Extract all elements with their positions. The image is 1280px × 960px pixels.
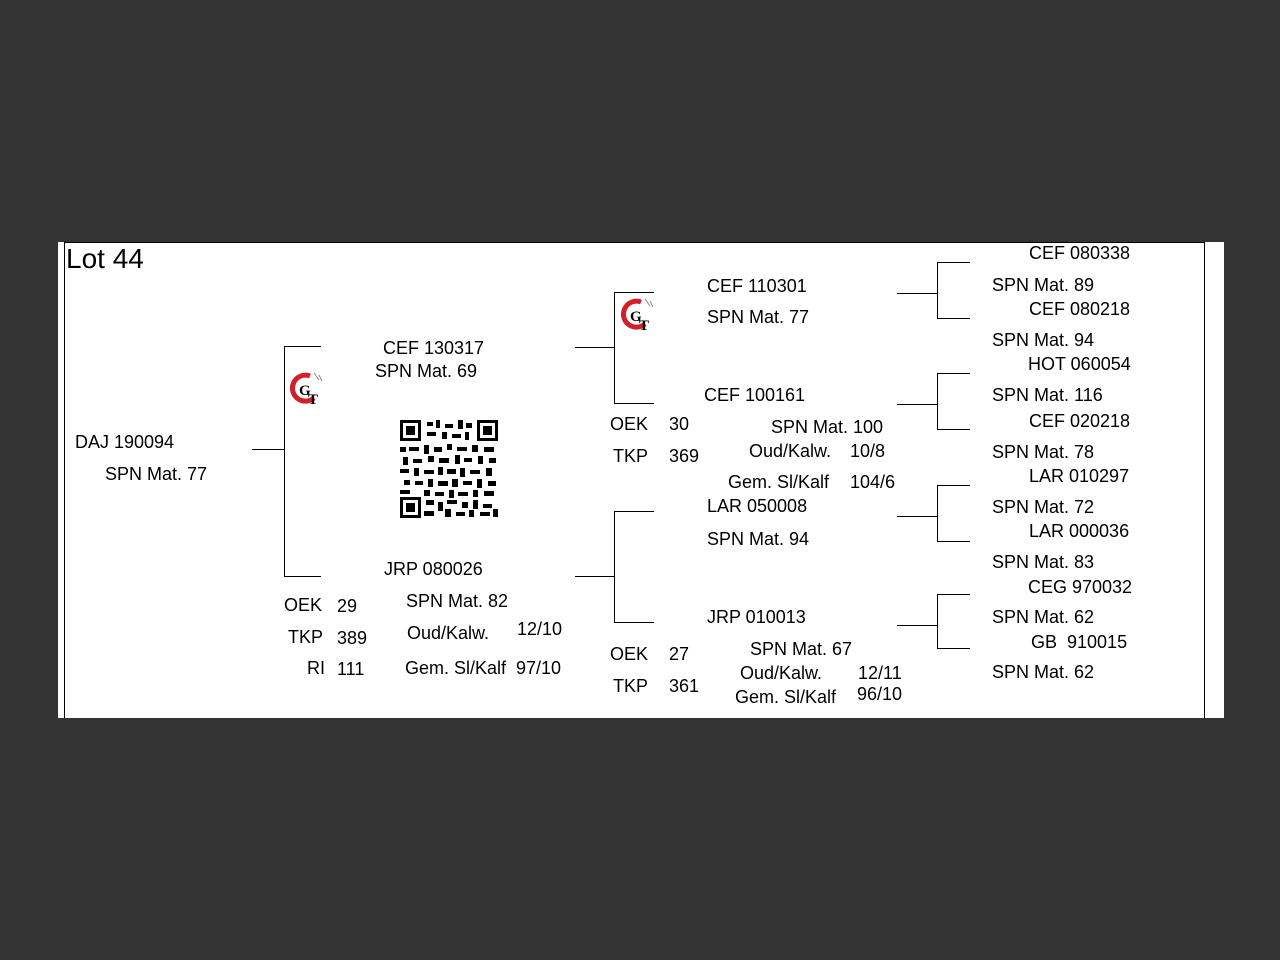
connector (937, 594, 938, 648)
dam-oud-label: Oud/Kalw. (407, 623, 490, 643)
svg-text:G: G (299, 383, 311, 399)
sire-dam-gem-value: 104/6 (850, 472, 896, 492)
right-border (1204, 242, 1205, 718)
sire-mat: SPN Mat. 69 (375, 361, 478, 381)
connector (614, 622, 654, 623)
gen3-mat: SPN Mat. 62 (992, 607, 1095, 627)
dam-tkp-value: 389 (337, 628, 368, 648)
sire-dam-mat: SPN Mat. 100 (771, 417, 884, 437)
dam-dam-gem-label: Gem. Sl/Kalf (735, 687, 837, 707)
dam-dam-oud-value: 12/11 (858, 663, 902, 683)
connector (937, 373, 938, 429)
dam-dam-tkp-value: 361 (669, 676, 700, 696)
connector (937, 485, 938, 541)
dam-ri-label: RI (307, 658, 325, 678)
gen3-id: CEF 020218 (1029, 411, 1131, 431)
dam-dam-oud-label: Oud/Kalw. (740, 663, 823, 683)
gt-logo-icon: G T (290, 372, 323, 408)
lot-title: Lot 44 (66, 243, 144, 274)
connector (284, 576, 321, 577)
sire-dam-id: CEF 100161 (704, 385, 806, 405)
dam-dam-oek-value: 27 (669, 644, 690, 664)
connector (897, 404, 937, 405)
dam-gem-value: 97/10 (516, 658, 562, 678)
dam-oek-value: 29 (337, 596, 358, 616)
dam-sire-id: LAR 050008 (707, 496, 808, 516)
sire-dam-tkp-label: TKP (613, 446, 649, 466)
connector (897, 293, 937, 294)
dam-id: JRP 080026 (384, 559, 483, 579)
gen3-id: LAR 000036 (1029, 521, 1130, 541)
gen3-id: LAR 010297 (1029, 466, 1130, 486)
qr-code-icon (400, 420, 498, 518)
gt-logo-icon: G T (621, 298, 654, 334)
connector (937, 262, 938, 318)
connector (614, 511, 654, 512)
dam-dam-gem-value: 96/10 (857, 684, 903, 704)
gen3-mat: SPN Mat. 72 (992, 497, 1095, 517)
connector (614, 292, 615, 403)
dam-gem-label: Gem. Sl/Kalf (405, 658, 507, 678)
connector (614, 403, 654, 404)
dam-tkp-label: TKP (288, 627, 324, 647)
dam-mat: SPN Mat. 82 (406, 591, 509, 611)
sire-dam-oek-label: OEK (610, 414, 649, 434)
dam-dam-mat: SPN Mat. 67 (750, 639, 853, 659)
sire-dam-gem-label: Gem. Sl/Kalf (728, 472, 830, 492)
gen3-mat: SPN Mat. 83 (992, 552, 1095, 572)
gen3-id: HOT 060054 (1028, 354, 1131, 374)
dam-sire-mat: SPN Mat. 94 (707, 529, 810, 549)
subject-id: DAJ 190094 (75, 432, 175, 452)
dam-dam-oek-label: OEK (610, 644, 649, 664)
dam-dam-id: JRP 010013 (707, 607, 806, 627)
connector (937, 594, 970, 595)
connector (937, 485, 970, 486)
gen3-mat: SPN Mat. 89 (992, 275, 1095, 295)
gen3-id: CEF 080338 (1029, 243, 1131, 263)
sire-dam-oud-label: Oud/Kalw. (749, 441, 832, 461)
gen3-id: CEG 970032 (1028, 577, 1133, 597)
dam-ri-value: 111 (337, 659, 365, 679)
dam-oud-value: 12/10 (517, 619, 563, 639)
gen3-mat: SPN Mat. 62 (992, 662, 1095, 682)
gen3-mat: SPN Mat. 116 (992, 385, 1103, 405)
sire-dam-oud-value: 10/8 (850, 441, 886, 461)
gen3-mat: SPN Mat. 78 (992, 442, 1095, 462)
svg-text:T: T (639, 318, 649, 334)
connector (937, 318, 970, 319)
dam-dam-tkp-label: TKP (613, 676, 649, 696)
connector (575, 347, 614, 348)
connector (284, 346, 321, 347)
subject-mat: SPN Mat. 77 (105, 464, 208, 484)
connector (937, 648, 970, 649)
dam-oek-label: OEK (284, 595, 323, 615)
connector (252, 449, 284, 450)
connector (937, 262, 970, 263)
connector (897, 625, 937, 626)
svg-text:G: G (630, 309, 642, 325)
top-border (64, 242, 1205, 243)
svg-text:T: T (308, 392, 318, 408)
connector (614, 511, 615, 622)
sire-dam-tkp-value: 369 (669, 446, 700, 466)
sire-id: CEF 130317 (383, 338, 485, 358)
gen3-id: GB 910015 (1031, 632, 1128, 652)
connector (937, 429, 970, 430)
connector (897, 516, 937, 517)
left-border (64, 242, 65, 718)
gen3-id: CEF 080218 (1029, 299, 1131, 319)
sire-sire-mat: SPN Mat. 77 (707, 307, 810, 327)
connector (575, 576, 614, 577)
connector (284, 346, 285, 576)
sire-dam-oek-value: 30 (669, 414, 690, 434)
connector (614, 292, 654, 293)
connector (937, 541, 970, 542)
gen3-mat: SPN Mat. 94 (992, 330, 1095, 350)
sire-sire-id: CEF 110301 (707, 276, 807, 296)
connector (937, 373, 970, 374)
pedigree-card: Lot 44 DAJ 190094 SPN Mat. 77 G T CEF 13… (58, 242, 1224, 718)
